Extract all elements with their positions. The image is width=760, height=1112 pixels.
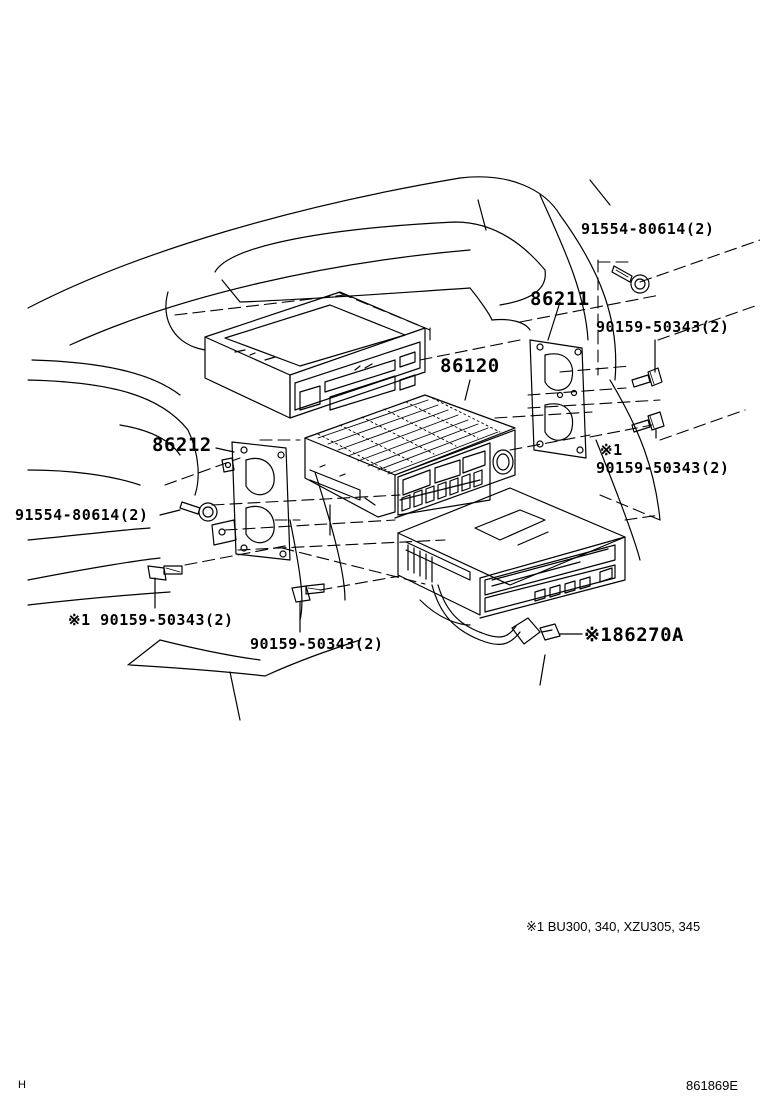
label-86211: 86211 bbox=[530, 288, 590, 310]
label-note-mark-right: ※1 bbox=[600, 441, 623, 459]
label-90159-50343-right: 90159-50343(2) bbox=[596, 459, 730, 477]
bracket-86211 bbox=[530, 340, 586, 458]
bracket-86212 bbox=[212, 442, 290, 560]
label-91554-80614-left: 91554-80614(2) bbox=[15, 506, 149, 524]
label-leader-lines bbox=[155, 302, 656, 634]
label-90159-50343-lower: 90159-50343(2) bbox=[250, 635, 384, 653]
wire-harness-86270a bbox=[432, 585, 560, 644]
radio-unit-86120 bbox=[305, 395, 515, 518]
label-91554-80614-upper: 91554-80614(2) bbox=[581, 220, 715, 238]
top-audio-unit bbox=[205, 292, 425, 418]
screw-90159-50343-upper bbox=[632, 368, 662, 387]
corner-mark-left: H bbox=[18, 1079, 26, 1091]
label-90159-50343-left: ※1 90159-50343(2) bbox=[68, 611, 234, 629]
cd-unit bbox=[398, 488, 625, 618]
label-86120: 86120 bbox=[440, 355, 500, 377]
label-86212: 86212 bbox=[152, 434, 212, 456]
screw-90159-50343-right bbox=[632, 412, 664, 432]
label-90159-50343-upper: 90159-50343(2) bbox=[596, 318, 730, 336]
screw-91554-80614-left bbox=[180, 502, 217, 521]
radio-vent-grille bbox=[318, 396, 500, 474]
illustration-number: 861869E bbox=[686, 1078, 739, 1093]
label-86270a: ※186270A bbox=[584, 624, 684, 646]
footnote-applicability: ※1 BU300, 340, XZU305, 345 bbox=[526, 919, 701, 934]
screw-90159-50343-left bbox=[148, 566, 182, 580]
dashed-assembly-lines bbox=[165, 240, 760, 590]
dashboard-outline bbox=[28, 177, 660, 720]
screw-90159-50343-lower bbox=[292, 584, 324, 602]
screw-91554-80614-upper bbox=[612, 266, 649, 293]
